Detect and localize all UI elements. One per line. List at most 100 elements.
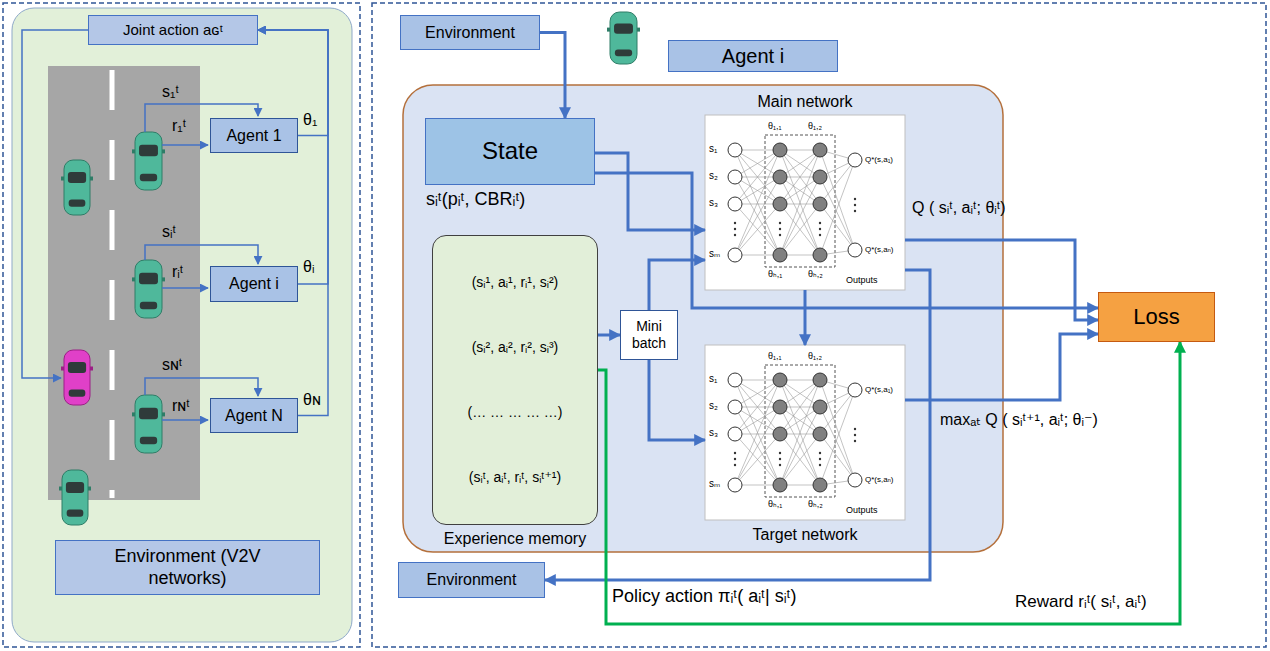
car-body: [64, 350, 90, 405]
car-icon: [59, 470, 91, 525]
node-label: (sᵢ¹, aᵢ¹, rᵢ¹, sᵢ²): [472, 274, 559, 291]
neuron: [728, 248, 742, 262]
lane-marking: [110, 70, 115, 498]
weight-line: [735, 434, 780, 485]
neuron: [728, 170, 742, 184]
node-label: Environment (V2V networks): [113, 546, 263, 589]
weight-line: [735, 204, 780, 255]
output-neuron: [848, 383, 862, 397]
node-heading: Main network: [757, 92, 852, 111]
neuron: [773, 427, 787, 441]
network-weights: [735, 380, 855, 485]
node-label: (sᵢᵗ, aᵢᵗ, rᵢᵗ, sᵢᵗ⁺¹): [469, 469, 561, 486]
weight-line: [735, 434, 780, 485]
ellipsis-dot: [734, 222, 736, 224]
network-label: θₕ,₂: [808, 269, 823, 280]
car-icon: [132, 395, 165, 453]
ellipsis-dot: [854, 440, 856, 442]
node-heading: sᵢᵗ(pᵢᵗ, CBRᵢᵗ): [426, 189, 525, 211]
car-icon: [132, 132, 165, 190]
car-windshield: [68, 362, 86, 373]
neuron: [813, 478, 827, 492]
weight-line: [735, 204, 780, 255]
ellipsis-dot: [779, 222, 781, 224]
weight-line: [780, 204, 820, 255]
node-label: (… … … … …): [468, 404, 563, 421]
neuron: [813, 373, 827, 387]
edge-label: θᵢ: [303, 257, 314, 276]
ellipsis-dot: [819, 464, 821, 466]
weight-line: [735, 177, 780, 204]
ellipsis-dot: [779, 458, 781, 460]
network-label: θ₁,₂: [808, 121, 822, 132]
neuron: [813, 427, 827, 441]
car-body: [135, 260, 162, 318]
weight-line: [735, 407, 780, 485]
ellipsis-dot: [854, 198, 856, 200]
car-mirror: [637, 28, 640, 32]
car-rear-window: [67, 510, 84, 517]
weight-line: [780, 177, 820, 255]
ellipsis-dot: [734, 228, 736, 230]
car-rear-window: [140, 437, 157, 445]
car-icon: [607, 12, 640, 64]
connector: [598, 334, 620, 337]
car-mirror: [59, 487, 62, 491]
edge-label: Q ( sᵢᵗ, aᵢᵗ; θᵢᵗ): [912, 198, 1006, 217]
edge-label: Policy action πᵢᵗ( aᵢᵗ| sᵢᵗ): [612, 586, 797, 608]
observation-lines: [22, 30, 258, 420]
neuron: [773, 143, 787, 157]
car-rear-window: [140, 302, 157, 310]
network-label: Outputs: [846, 505, 878, 516]
state-line: [145, 245, 258, 264]
ellipsis-dot: [819, 228, 821, 230]
network-frame: [705, 115, 905, 290]
car-mirror: [607, 28, 610, 32]
signal-label: rɴᵗ: [172, 396, 190, 415]
car-mirror: [162, 277, 165, 281]
network-label: θₕ,₁: [768, 269, 782, 280]
right-panel-border: [372, 3, 1266, 647]
network-label: s₃: [709, 197, 718, 209]
weight-line: [820, 204, 855, 250]
weight-line: [780, 407, 820, 485]
neural-network-figure: [705, 345, 905, 520]
neuron: [728, 400, 742, 414]
weight-line: [735, 177, 780, 255]
network-label: Q*(s,a₁): [865, 385, 893, 395]
car-body: [64, 160, 90, 215]
main-network: Main network: [705, 115, 905, 290]
signal-label: s₁ᵗ: [162, 82, 179, 101]
network-label: s₁: [709, 373, 717, 385]
target-network: Target network: [705, 345, 905, 520]
agent-box: Agent 1: [210, 118, 298, 153]
state-line: [145, 378, 258, 396]
joint-action-line: [22, 30, 88, 378]
ellipsis-dot: [734, 234, 736, 236]
network-label: θₕ,₂: [808, 499, 823, 510]
neural-network-figure: [705, 115, 905, 290]
connector: [258, 30, 328, 416]
weight-line: [735, 150, 780, 177]
neural-network-drawings: [705, 115, 905, 520]
network-label: Q*(s,aₙ): [865, 245, 894, 255]
ellipsis-dot: [854, 210, 856, 212]
neuron: [728, 197, 742, 211]
weight-line: [735, 407, 780, 434]
network-label: sₘ: [709, 478, 720, 490]
ellipsis-dot: [779, 228, 781, 230]
ellipsis-dot: [819, 452, 821, 454]
neuron: [728, 373, 742, 387]
neuron: [773, 400, 787, 414]
node-label: Environment: [425, 23, 515, 42]
weight-line: [780, 177, 820, 255]
environment-box: Environment: [398, 562, 545, 598]
network-label: Outputs: [846, 275, 878, 286]
ellipsis-dot: [854, 434, 856, 436]
node-heading: Target network: [753, 525, 858, 544]
neuron: [773, 248, 787, 262]
reward-line: [162, 419, 208, 421]
edge-label: θɴ: [303, 390, 321, 409]
car-windshield: [139, 273, 158, 285]
